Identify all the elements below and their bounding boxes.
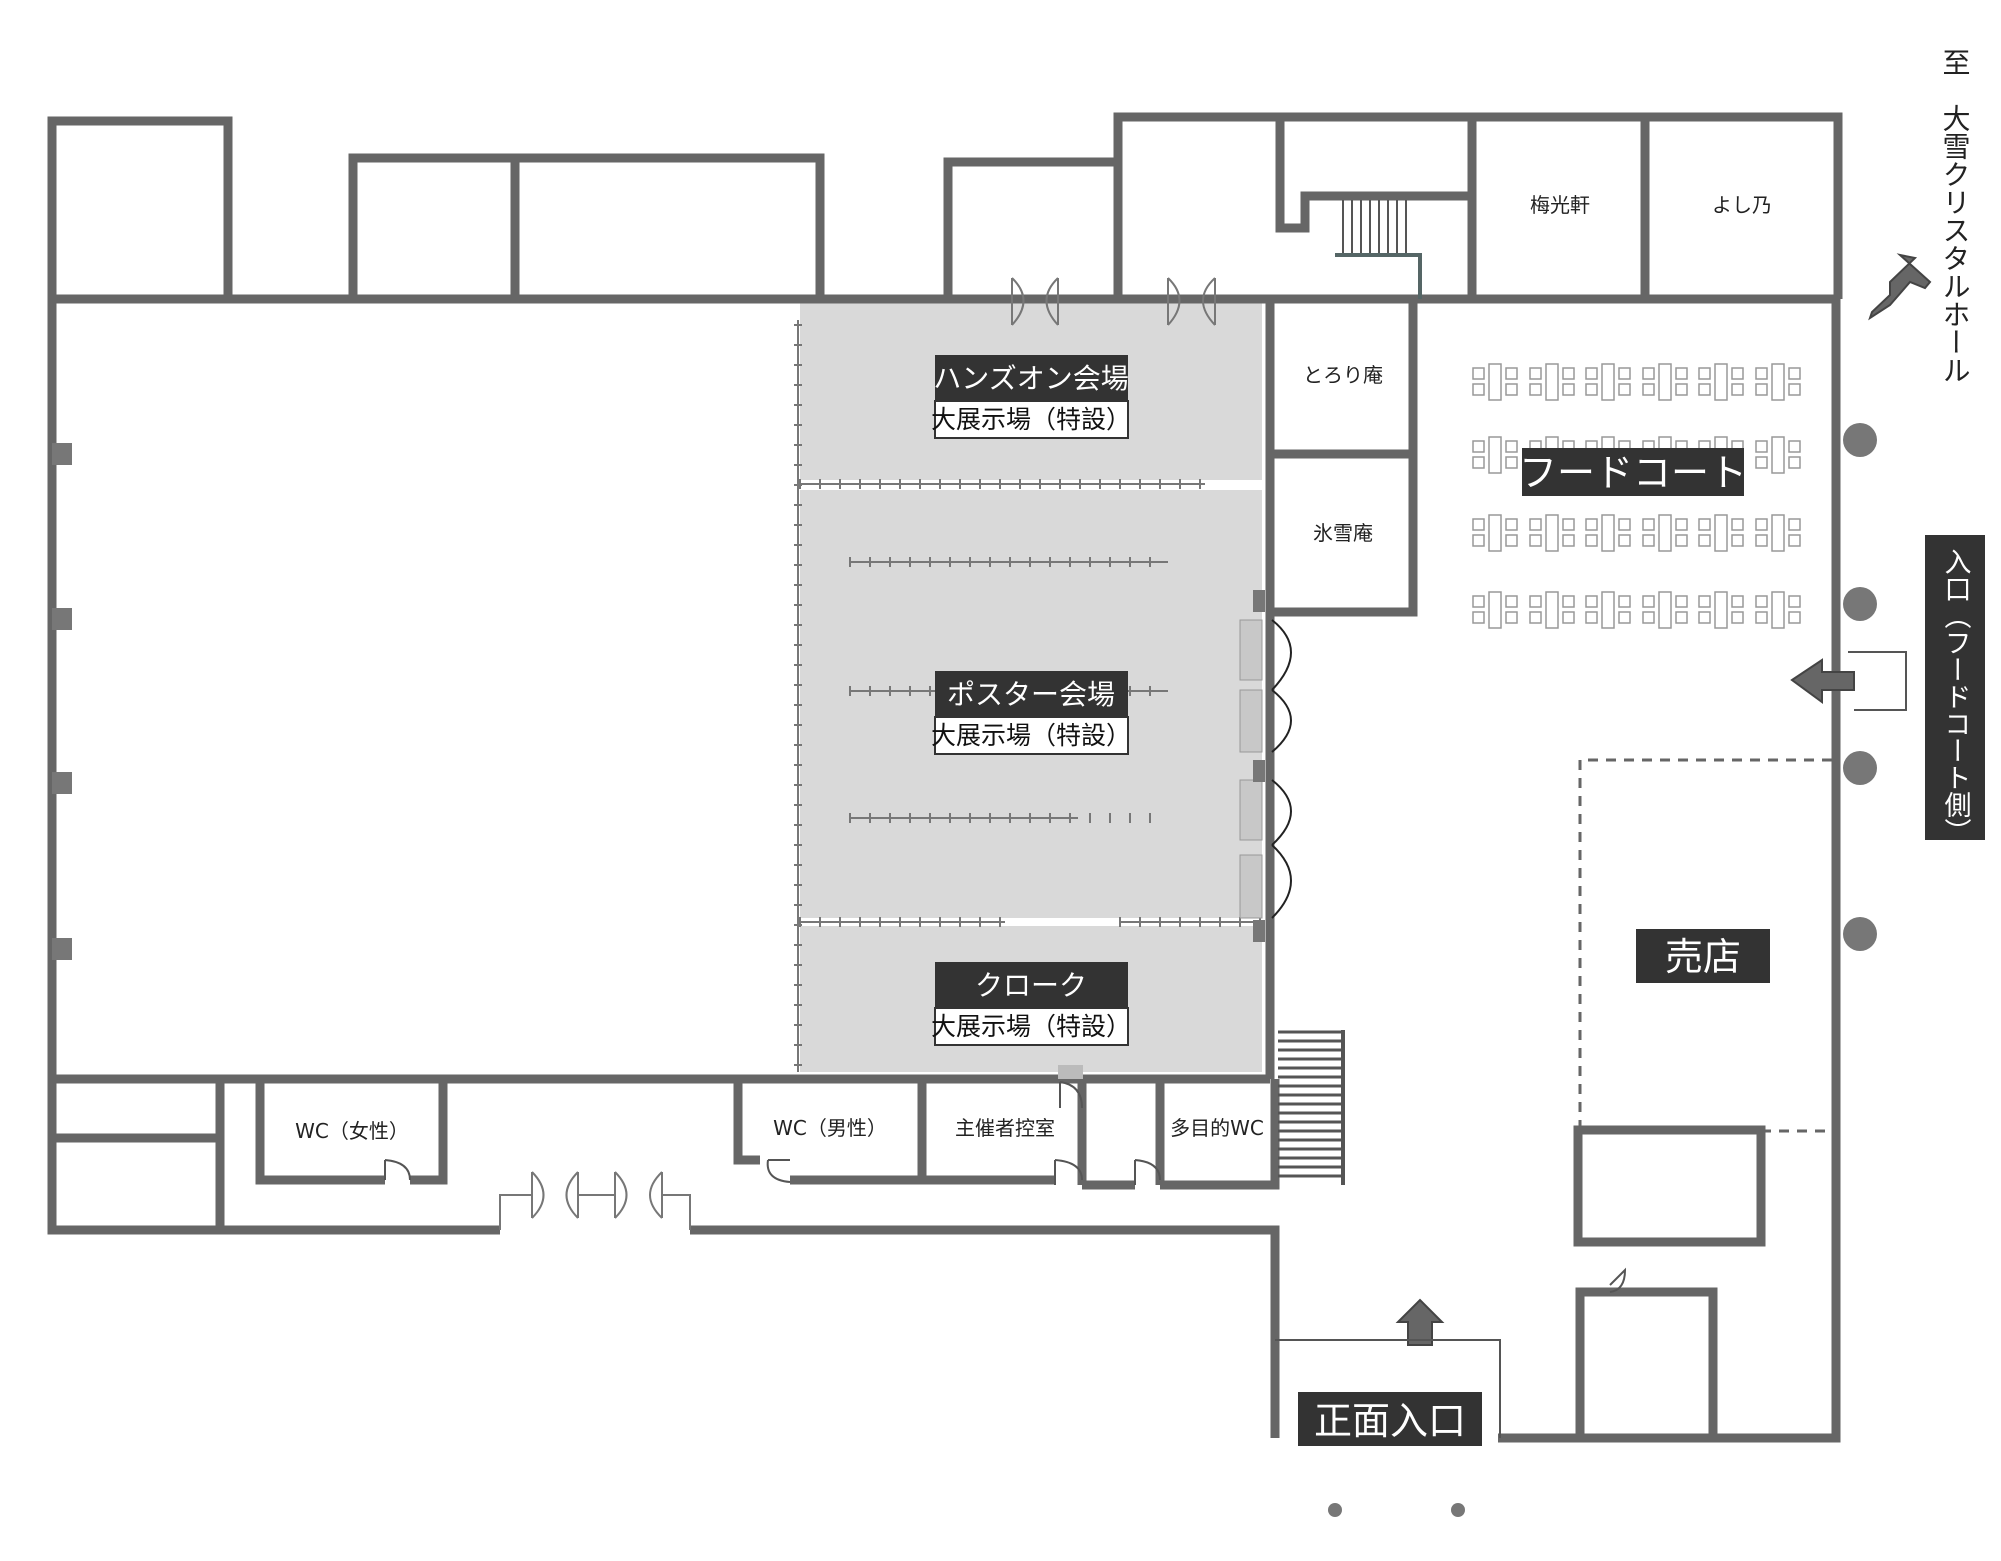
door-panels (1239, 619, 1263, 919)
poster-title: ポスター会場 (947, 678, 1115, 711)
cloak-sub: 大展示場（特設） (931, 1012, 1131, 1041)
table-set-icon (1755, 591, 1801, 629)
table-set-icon (1642, 363, 1688, 401)
table-set-icon (1698, 514, 1744, 552)
table-set-icon (1472, 436, 1518, 474)
table-set-icon (1755, 363, 1801, 401)
arrow-icons (1395, 253, 1932, 1346)
table-set-icon (1642, 514, 1688, 552)
pillars (52, 443, 1265, 1079)
food-court-text: フードコート (1519, 451, 1747, 495)
table-set-icon (1529, 514, 1575, 552)
food-court-label: フードコート (1519, 448, 1747, 496)
main-entrance-text: 正面入口 (1314, 1399, 1466, 1443)
to-crystal-hall-text: 至 大雪クリスタルホール (1939, 48, 1972, 384)
table-set-icon (1755, 436, 1801, 474)
handson-title: ハンズオン会場 (933, 362, 1128, 395)
room-hyosetsu: 氷雪庵 (1313, 521, 1373, 545)
room-torori: とろり庵 (1303, 363, 1383, 387)
wc-doors (384, 1081, 1627, 1293)
table-set-icon (1472, 363, 1518, 401)
room-yoshino: よし乃 (1712, 193, 1772, 217)
table-set-icon (1698, 363, 1744, 401)
foodcourt-entrance-text: 入口（フードコート側） (1940, 548, 1972, 845)
room-organizer: 主催者控室 (955, 1116, 1055, 1140)
room-wc-multi: 多目的WC (1170, 1116, 1264, 1140)
stairs-north (1335, 200, 1422, 299)
poster-exit-doors (1271, 619, 1292, 919)
room-wc-male: WC（男性） (773, 1116, 887, 1140)
shop-label: 売店 (1636, 929, 1770, 983)
table-set-icon (1585, 514, 1631, 552)
room-wc-female: WC（女性） (295, 1119, 409, 1143)
table-set-icon (1585, 363, 1631, 401)
table-set-icon (1698, 591, 1744, 629)
poster-label: ポスター会場 大展示場（特設） (931, 671, 1131, 755)
cloak-title: クローク (975, 969, 1087, 1002)
handson-sub: 大展示場（特設） (931, 405, 1131, 434)
entrance-outline (1848, 651, 1907, 711)
poster-sub: 大展示場（特設） (931, 721, 1131, 750)
foodcourt-entrance-bg (1925, 535, 1985, 840)
arrow-left-icon (1790, 658, 1855, 704)
main-entrance-outline (1275, 1339, 1501, 1438)
shop-boundary (1578, 758, 1836, 1130)
table-set-icon (1585, 591, 1631, 629)
handson-label: ハンズオン会場 大展示場（特設） (931, 355, 1131, 439)
cloak-label: クローク 大展示場（特設） (931, 962, 1131, 1046)
table-set-icon (1472, 591, 1518, 629)
arrow-up-icon (1395, 1298, 1445, 1346)
shop-text: 売店 (1665, 935, 1741, 979)
arrow-up-right-icon (1868, 253, 1932, 321)
table-set-icon (1755, 514, 1801, 552)
exterior-pillars (1328, 423, 1877, 1517)
double-doors (499, 277, 1216, 1230)
room-baikoken: 梅光軒 (1530, 193, 1590, 217)
table-set-icon (1472, 514, 1518, 552)
table-set-icon (1529, 363, 1575, 401)
partition-ticks (794, 324, 1261, 1066)
table-set-icon (1642, 591, 1688, 629)
main-entrance-label: 正面入口 (1298, 1392, 1482, 1446)
stairs-south (1278, 1030, 1343, 1178)
table-set-icon (1529, 591, 1575, 629)
food-court-tables (1472, 363, 1801, 629)
